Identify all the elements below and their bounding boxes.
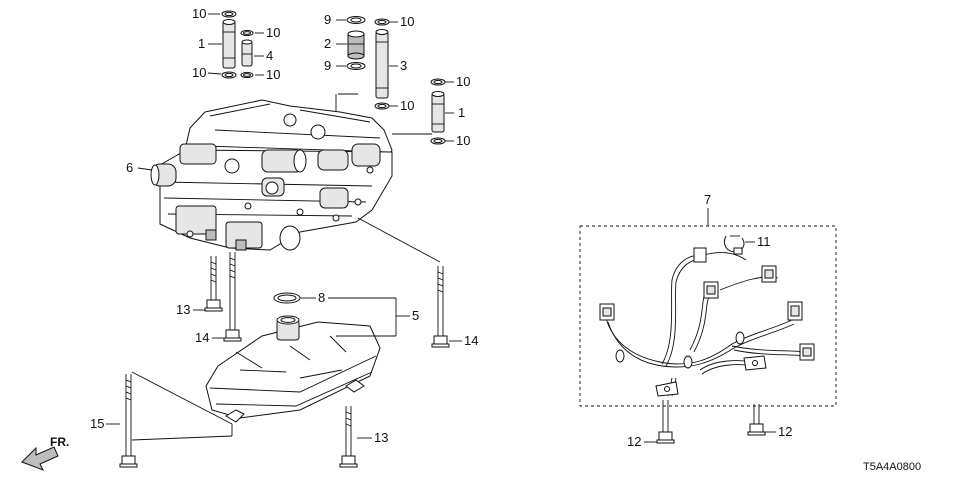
callout-7: 7 bbox=[704, 192, 711, 207]
callout-1: 1 bbox=[198, 36, 205, 51]
callout-13: 13 bbox=[374, 430, 388, 445]
callout-12: 12 bbox=[778, 424, 792, 439]
o-ring-10-mid bbox=[240, 71, 254, 79]
o-ring-8 bbox=[273, 292, 301, 304]
callout-15: 15 bbox=[90, 416, 104, 431]
callout-10: 10 bbox=[456, 74, 470, 89]
bolt-13-left bbox=[204, 256, 223, 312]
o-ring-10-pipe3-bottom bbox=[374, 102, 390, 110]
callout-4: 4 bbox=[266, 48, 273, 63]
callout-3: 3 bbox=[400, 58, 407, 73]
seal-ring-9-top bbox=[346, 16, 366, 24]
harness-box bbox=[579, 225, 837, 407]
pipe-3 bbox=[375, 29, 389, 99]
callout-10: 10 bbox=[192, 6, 206, 21]
callout-9: 9 bbox=[324, 12, 331, 27]
o-ring-10-pipe3-top bbox=[374, 18, 390, 26]
callout-10: 10 bbox=[192, 65, 206, 80]
callout-1: 1 bbox=[458, 105, 465, 120]
callout-6: 6 bbox=[126, 160, 133, 175]
strainer-assembly bbox=[205, 315, 381, 423]
front-direction-label: FR. bbox=[50, 435, 69, 449]
callout-10: 10 bbox=[456, 133, 470, 148]
callout-11: 11 bbox=[757, 234, 771, 249]
o-ring-10-top-mid bbox=[240, 29, 254, 37]
bolt-13-bottom bbox=[339, 406, 358, 468]
callout-13: 13 bbox=[176, 302, 190, 317]
bolt-14-right bbox=[431, 266, 450, 348]
leader-lines bbox=[106, 13, 776, 443]
callout-10: 10 bbox=[400, 14, 414, 29]
callout-labels: 10 1 10 10 4 10 9 2 9 10 3 10 10 1 10 6 … bbox=[90, 6, 792, 449]
pipe-1-right bbox=[431, 91, 445, 133]
callout-2: 2 bbox=[324, 36, 331, 51]
clip-11 bbox=[723, 235, 745, 255]
front-direction-arrow-icon bbox=[21, 446, 59, 471]
seal-ring-9-bottom bbox=[346, 62, 366, 70]
bolt-15 bbox=[119, 374, 138, 468]
callout-5: 5 bbox=[412, 308, 419, 323]
callout-10: 10 bbox=[400, 98, 414, 113]
o-ring-10-left-lower bbox=[221, 71, 237, 79]
callout-9: 9 bbox=[324, 58, 331, 73]
diagram-code: T5A4A0800 bbox=[863, 461, 921, 473]
callout-10: 10 bbox=[266, 67, 280, 82]
bolt-14-left bbox=[223, 252, 242, 342]
pipe-4 bbox=[241, 39, 253, 67]
bolt-12-left bbox=[656, 400, 675, 444]
bolt-12-right bbox=[747, 404, 766, 436]
wire-harness bbox=[599, 247, 815, 397]
callout-14: 14 bbox=[195, 330, 209, 345]
callout-14: 14 bbox=[464, 333, 478, 348]
callout-10: 10 bbox=[266, 25, 280, 40]
pipe-1-left bbox=[222, 19, 236, 69]
collar-2 bbox=[347, 30, 365, 60]
callout-8: 8 bbox=[318, 290, 325, 305]
valve-body-assembly bbox=[150, 99, 393, 251]
callout-12: 12 bbox=[627, 434, 641, 449]
o-ring-10-right-top bbox=[430, 78, 446, 86]
o-ring-10-right-bottom bbox=[430, 137, 446, 145]
o-ring-10-top-left bbox=[221, 10, 237, 18]
